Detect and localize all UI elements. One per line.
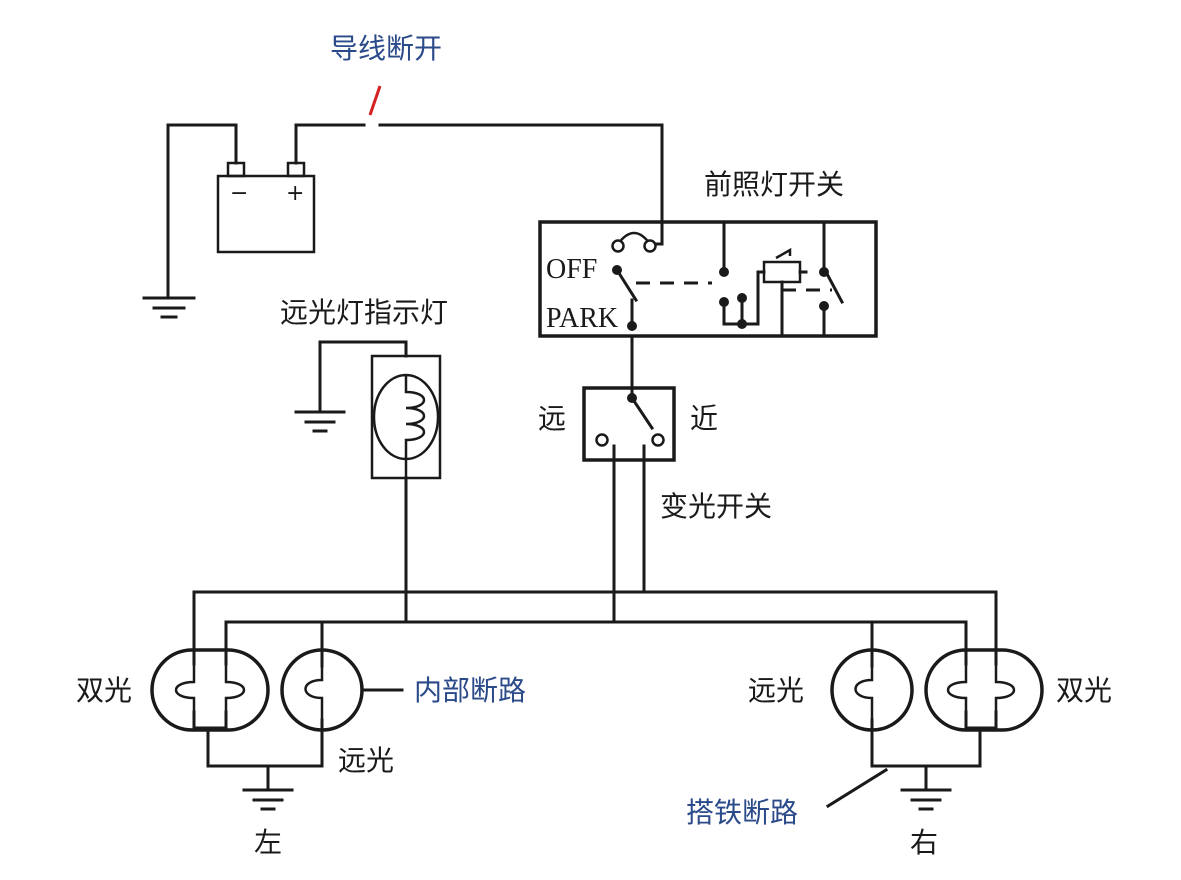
wire-break-marker	[368, 85, 382, 116]
right-side-label: 右	[910, 826, 938, 859]
left-dual-beam-lamp	[150, 648, 270, 732]
high-beam-indicator: 远光灯指示灯	[280, 296, 448, 624]
left-high-beam-label: 远光	[338, 744, 394, 777]
battery	[216, 174, 316, 254]
switch-terminal-right	[643, 239, 657, 253]
switch-blade	[614, 267, 639, 303]
battery-negative-terminal	[226, 161, 246, 178]
headlight-switch-box	[538, 220, 878, 338]
contact-wire-2	[722, 300, 760, 326]
left-dual-filament-1	[174, 664, 196, 712]
high-beam-indicator-label: 远光灯指示灯	[280, 296, 448, 329]
headlight-switch: 前照灯开关 OFF PARK	[538, 168, 878, 338]
right-dual-filament-1	[946, 664, 968, 712]
contact-blade-2	[823, 269, 845, 305]
dimmer-blade	[629, 395, 655, 431]
switch-terminal-left	[611, 239, 625, 253]
wire-break-label: 导线断开	[330, 32, 442, 65]
battery-positive-terminal	[286, 161, 306, 178]
dimmer-switch: 远 近 变光开关	[538, 386, 772, 624]
dimmer-terminal-low	[651, 433, 665, 447]
left-ground-wire	[206, 718, 324, 768]
battery-positive-wire	[294, 123, 366, 165]
right-ground-icon	[900, 788, 952, 811]
left-dual-filament-2	[224, 664, 246, 712]
right-high-beam-label: 远光	[748, 674, 804, 707]
contact-dot-1	[719, 267, 729, 277]
high-beam-bus	[224, 620, 968, 666]
dimmer-terminal-high	[595, 433, 609, 447]
low-beam-bus	[192, 590, 998, 666]
left-headlamps: 双光 内部断路 远光 左	[76, 648, 526, 859]
left-high-filament	[304, 666, 324, 720]
switch-off-label: OFF	[546, 254, 597, 285]
rheostat-arrow	[775, 247, 792, 260]
right-dual-label: 双光	[1056, 674, 1112, 707]
right-high-filament	[854, 666, 874, 720]
ground-open-leader	[825, 767, 889, 809]
dimmer-low-label: 近	[690, 402, 718, 435]
rheostat-lead-left	[756, 270, 766, 326]
feed-wire-to-switch	[378, 123, 664, 246]
indicator-ground-wire	[318, 340, 408, 414]
battery-negative-wire	[166, 123, 238, 300]
ground-open-label: 搭铁断路	[686, 796, 798, 829]
rheostat-resistor	[762, 260, 802, 284]
dimmer-high-label: 远	[538, 402, 566, 435]
headlight-switch-label: 前照灯开关	[704, 168, 844, 201]
right-dual-filament-2	[994, 664, 1016, 712]
internal-open-label: 内部断路	[414, 674, 526, 707]
battery-minus-sign: −	[230, 181, 248, 206]
indicator-ground-icon	[294, 410, 346, 433]
dimmer-switch-box	[582, 386, 676, 462]
dimmer-switch-label: 变光开关	[660, 490, 772, 523]
right-dual-beam-lamp	[924, 648, 1044, 732]
battery-ground-icon	[142, 296, 196, 319]
indicator-filament	[404, 376, 426, 478]
switch-contact-dot	[612, 265, 622, 275]
battery-circuit: − + 导线断开	[142, 32, 664, 319]
left-dual-label: 双光	[76, 674, 132, 707]
switch-park-label: PARK	[546, 303, 618, 334]
right-headlamps: 远光 双光 搭铁断路 右	[686, 648, 1112, 859]
battery-plus-sign: +	[286, 181, 304, 206]
left-side-label: 左	[254, 826, 282, 859]
left-ground-icon	[242, 788, 294, 811]
